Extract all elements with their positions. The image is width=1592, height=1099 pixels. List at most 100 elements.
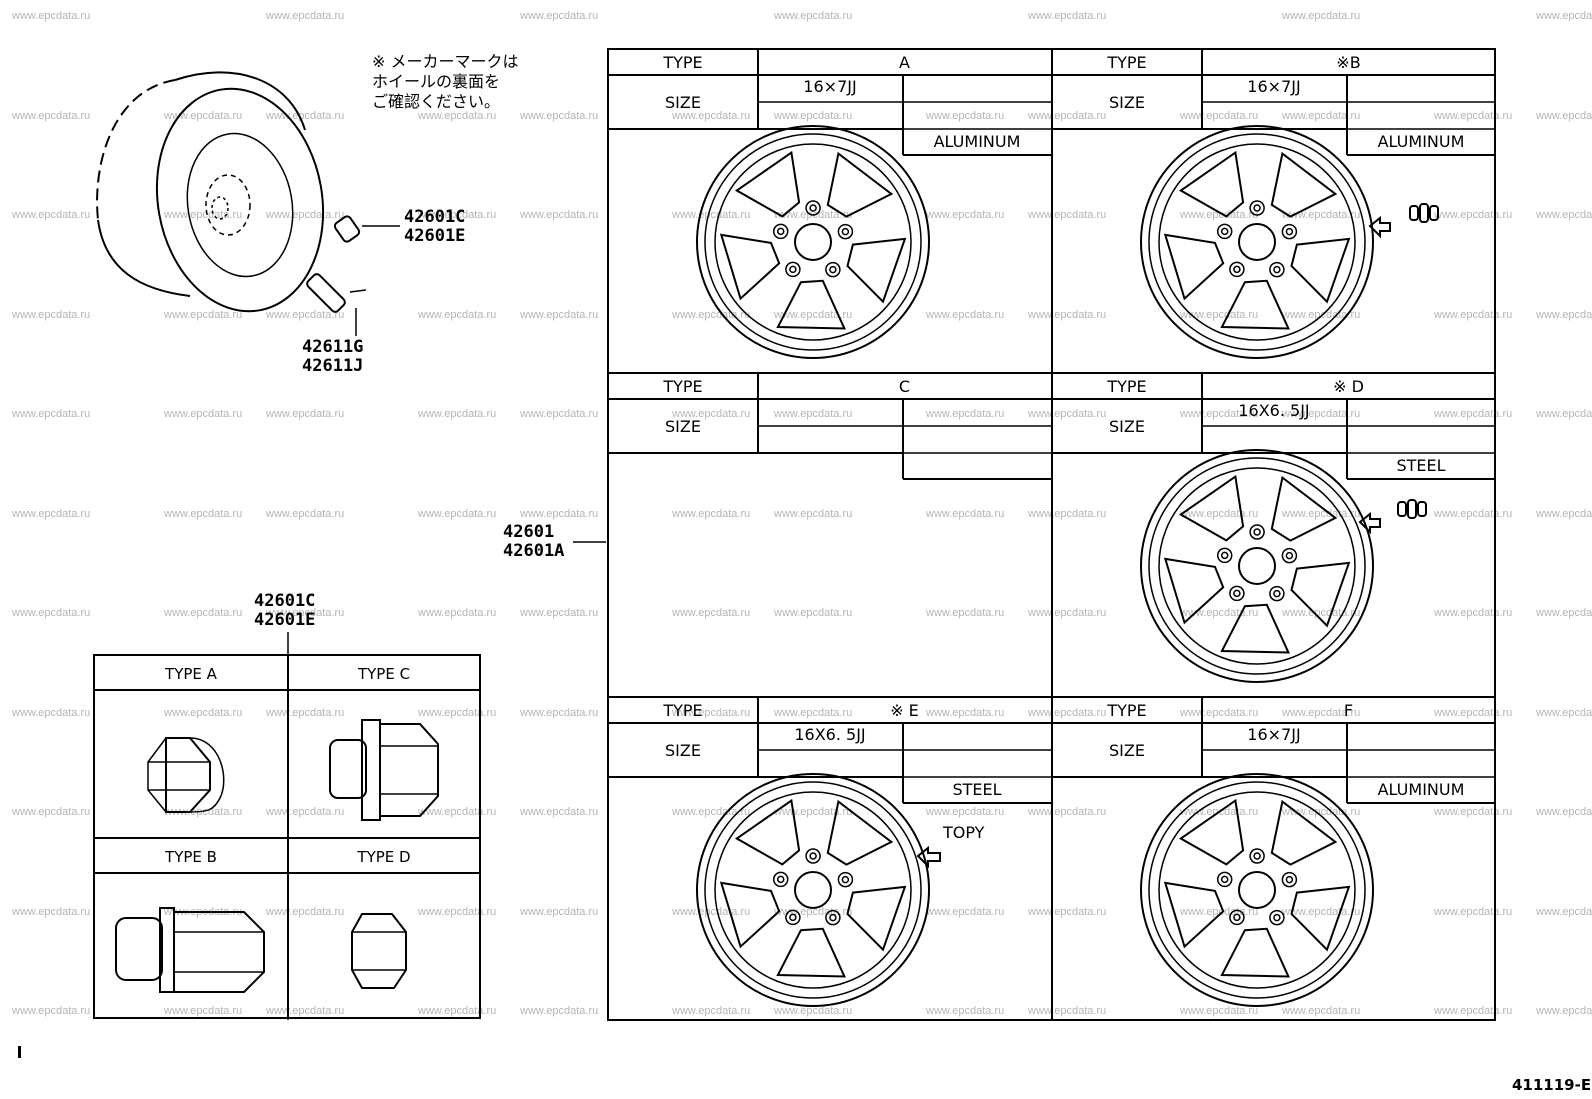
- watermark-text: www.epcdata.ru: [1028, 507, 1107, 520]
- watermark-text: www.epcdata.ru: [1028, 10, 1107, 22]
- size-label: SIZE: [1109, 741, 1145, 760]
- watermark-text: www.epcdata.ru: [1282, 10, 1361, 22]
- figure-id: 411119-E: [1512, 1076, 1592, 1094]
- watermark-text: www.epcdata.ru: [1282, 408, 1361, 420]
- watermark-text: www.epcdata.ru: [164, 607, 243, 619]
- wheel-type-value: ※B: [1336, 53, 1361, 72]
- nut-type-label: TYPE C: [357, 665, 411, 683]
- watermark-text: www.epcdata.ru: [266, 109, 345, 122]
- wheel-material-value: ALUMINUM: [1377, 132, 1465, 151]
- wheel-type-value: C: [898, 377, 911, 396]
- wheel-drawing: [1140, 773, 1374, 1007]
- watermark-text: www.epcdata.ru: [672, 109, 751, 122]
- watermark-text: www.epcdata.ru: [12, 109, 91, 122]
- watermark-text: www.epcdata.ru: [418, 209, 497, 221]
- balance-weight-icon: [1368, 203, 1439, 239]
- watermark-text: www.epcdata.ru: [164, 507, 243, 520]
- watermark-text: www.epcdata.ru: [266, 607, 345, 619]
- size-label: SIZE: [665, 93, 701, 112]
- watermark-text: www.epcdata.ru: [1434, 706, 1513, 719]
- watermark-text: www.epcdata.ru: [672, 507, 751, 520]
- watermark-text: www.epcdata.ru: [12, 607, 91, 619]
- watermark-text: www.epcdata.ru: [1028, 706, 1107, 719]
- watermark-text: www.epcdata.ru: [520, 607, 599, 619]
- type-label: TYPE: [1107, 53, 1147, 72]
- type-label: TYPE: [663, 701, 703, 720]
- watermark-text: www.epcdata.ru: [1180, 706, 1259, 719]
- watermark-text: www.epcdata.ru: [418, 109, 497, 122]
- nut-type-label: TYPE D: [357, 848, 411, 866]
- watermark-text: www.epcdata.ru: [1028, 607, 1107, 619]
- watermark-text: www.epcdata.ru: [672, 607, 751, 619]
- valve-cap-drawing: [333, 215, 400, 243]
- watermark-text: www.epcdata.ru: [418, 1005, 497, 1017]
- watermark-text: www.epcdata.ru: [266, 806, 345, 818]
- watermark-text: www.epcdata.ru: [1536, 10, 1592, 22]
- watermark-text: www.epcdata.ru: [926, 408, 1005, 420]
- watermark-text: www.epcdata.ru: [1180, 1005, 1259, 1017]
- size-label: SIZE: [1109, 417, 1145, 436]
- watermark-text: www.epcdata.ru: [12, 308, 91, 321]
- watermark-text: www.epcdata.ru: [1434, 308, 1513, 321]
- watermark-text: www.epcdata.ru: [418, 507, 497, 520]
- wheel-type-value: F: [1343, 701, 1354, 720]
- balance-weight-icon: [1358, 499, 1427, 535]
- wheel-size-value: 16X6. 5JJ: [1238, 401, 1310, 420]
- size-label: SIZE: [665, 741, 701, 760]
- watermark-text: www.epcdata.ru: [1180, 308, 1259, 321]
- watermark-text: www.epcdata.ru: [926, 209, 1005, 221]
- watermark-text: www.epcdata.ru: [926, 806, 1005, 818]
- wheel-size-value: 16×7JJ: [1247, 725, 1301, 744]
- watermark-text: www.epcdata.ru: [12, 507, 91, 520]
- watermark-text: www.epcdata.ru: [266, 706, 345, 719]
- watermark-text: www.epcdata.ru: [1434, 408, 1513, 420]
- wheel-size-value: 16×7JJ: [1247, 77, 1301, 96]
- watermark-text: www.epcdata.ru: [164, 706, 243, 719]
- watermark-text: www.epcdata.ru: [1282, 507, 1361, 520]
- watermark-text: www.epcdata.ru: [1180, 109, 1259, 122]
- wheel-material-value: ALUMINUM: [933, 132, 1021, 151]
- watermark-text: www.epcdata.ru: [1028, 1005, 1107, 1017]
- wheel-material-value: STEEL: [952, 780, 1002, 799]
- watermark-text: www.epcdata.ru: [1536, 209, 1592, 221]
- wheel-maker-label: TOPY: [943, 823, 985, 842]
- watermark-text: www.epcdata.ru: [1028, 408, 1107, 420]
- watermark-text: www.epcdata.ru: [520, 905, 599, 918]
- size-label: SIZE: [665, 417, 701, 436]
- watermark-text: www.epcdata.ru: [1028, 806, 1107, 818]
- watermark-text: www.epcdata.ru: [1536, 109, 1592, 122]
- watermark-text: www.epcdata.ru: [774, 507, 853, 520]
- watermark-text: www.epcdata.ru: [1282, 109, 1361, 122]
- type-label: TYPE: [1107, 377, 1147, 396]
- watermark-text: www.epcdata.ru: [12, 209, 91, 221]
- watermark-text: www.epcdata.ru: [1028, 209, 1107, 221]
- watermark-text: www.epcdata.ru: [418, 905, 497, 918]
- watermark-text: www.epcdata.ru: [266, 308, 345, 321]
- watermark-text: www.epcdata.ru: [926, 507, 1005, 520]
- watermark-text: www.epcdata.ru: [1028, 905, 1107, 918]
- watermark-text: www.epcdata.ru: [1434, 1005, 1513, 1017]
- watermark-text: www.epcdata.ru: [12, 905, 91, 918]
- watermark-text: www.epcdata.ru: [1282, 706, 1361, 719]
- corner-mark: [18, 1046, 21, 1058]
- watermark-text: www.epcdata.ru: [164, 1005, 243, 1017]
- watermark-text: www.epcdata.ru: [1536, 905, 1592, 918]
- watermark-text: www.epcdata.ru: [266, 10, 345, 22]
- watermark-text: www.epcdata.ru: [12, 408, 91, 420]
- size-label: SIZE: [1109, 93, 1145, 112]
- watermark-text: www.epcdata.ru: [774, 308, 853, 321]
- watermark-text: www.epcdata.ru: [266, 1005, 345, 1017]
- watermark-text: www.epcdata.ru: [1536, 408, 1592, 420]
- wheel-drawing: [696, 773, 930, 1007]
- watermark-text: www.epcdata.ru: [774, 1005, 853, 1017]
- wheel-type-value: A: [899, 53, 910, 72]
- watermark-text: www.epcdata.ru: [926, 1005, 1005, 1017]
- watermark-text: www.epcdata.ru: [926, 308, 1005, 321]
- watermark-text: www.epcdata.ru: [1028, 109, 1107, 122]
- watermark-text: www.epcdata.ru: [12, 806, 91, 818]
- wheel-size-value: 16X6. 5JJ: [794, 725, 866, 744]
- watermark-text: www.epcdata.ru: [672, 408, 751, 420]
